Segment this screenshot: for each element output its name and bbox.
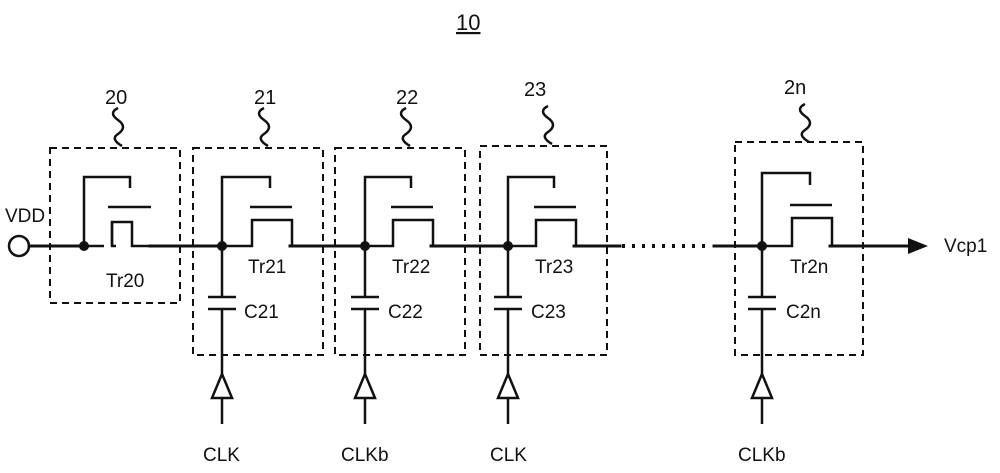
figure-number: 10: [456, 10, 480, 35]
vdd-label: VDD: [5, 206, 45, 227]
tr23-icon: [508, 177, 576, 246]
buffer-23-icon: [498, 374, 518, 424]
stage-2n: 2n Tr2n C2n CLKb: [735, 77, 863, 466]
stage-22: 22 Tr22 C22 CLKb: [335, 87, 465, 466]
tr23-label: Tr23: [535, 257, 573, 278]
stage-21-box: [193, 148, 323, 355]
c23-label: C23: [531, 302, 566, 323]
output-arrow-icon: [908, 238, 928, 254]
vdd-terminal-icon: [9, 236, 29, 256]
stage-2n-squiggle: [800, 104, 810, 142]
tr2n-icon: [762, 173, 832, 246]
vcp1-label: Vcp1: [944, 236, 987, 257]
stage-22-ref: 22: [396, 87, 418, 109]
clk-23-label: CLK: [490, 445, 527, 466]
tr20-icon: [84, 177, 151, 246]
c22-label: C22: [388, 302, 423, 323]
stage-20-squiggle: [113, 108, 123, 146]
stage-21: 21 Tr21 C21 CLK: [193, 87, 323, 466]
stage-22-squiggle: [401, 108, 411, 146]
tr20-label: Tr20: [106, 271, 144, 292]
stage-21-ref: 21: [254, 87, 276, 109]
c21-label: C21: [244, 302, 279, 323]
clk-2n-label: CLKb: [738, 445, 786, 466]
clk-21-label: CLK: [203, 445, 240, 466]
stage-23: 23 Tr23 C23 CLK: [480, 79, 607, 466]
stage-20-ref: 20: [105, 87, 127, 109]
tr22-label: Tr22: [392, 257, 430, 278]
tr2n-label: Tr2n: [790, 257, 828, 278]
stage-20: 20 Tr20: [50, 87, 180, 303]
stage-20-node: [79, 241, 89, 251]
clk-22-label: CLKb: [341, 445, 389, 466]
tr21-icon: [222, 177, 292, 246]
stage-23-ref: 23: [524, 79, 546, 101]
c2n-label: C2n: [786, 302, 821, 323]
tr21-label: Tr21: [248, 257, 286, 278]
buffer-2n-icon: [752, 374, 772, 424]
stage-22-box: [335, 148, 465, 355]
buffer-21-icon: [212, 374, 232, 424]
tr22-icon: [365, 177, 433, 246]
stage-23-squiggle: [543, 106, 553, 144]
buffer-22-icon: [355, 374, 375, 424]
stage-2n-ref: 2n: [784, 77, 806, 99]
stage-21-squiggle: [259, 108, 269, 146]
